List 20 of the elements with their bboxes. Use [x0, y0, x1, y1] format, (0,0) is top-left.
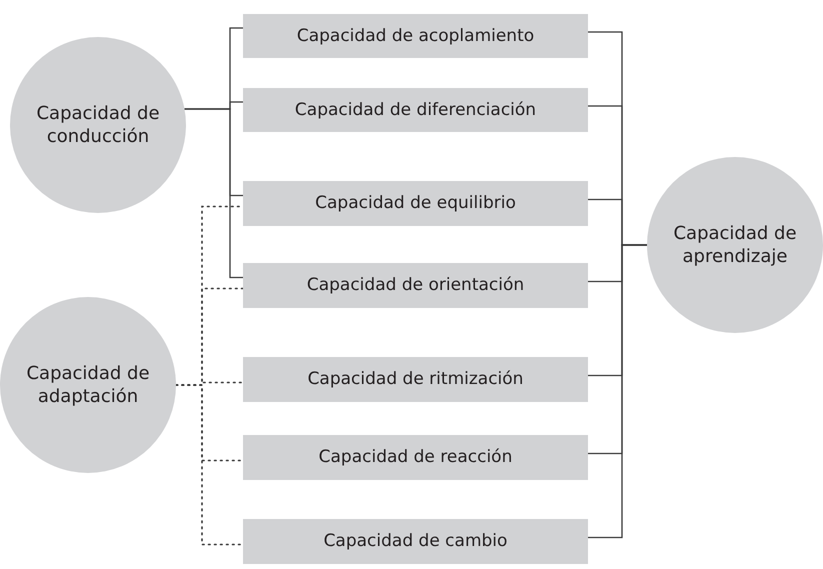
process-box — [243, 263, 588, 308]
process-box — [243, 435, 588, 480]
process-box — [243, 181, 588, 226]
node-label: Capacidad de aprendizaje — [672, 222, 798, 268]
node-label: Capacidad de reacción — [318, 446, 512, 469]
process-box — [243, 14, 588, 58]
process-box — [243, 519, 588, 564]
node-label: Capacidad de cambio — [324, 530, 508, 553]
process-box — [243, 357, 588, 402]
node-label: Capacidad de conducción — [35, 102, 161, 148]
connector-line — [184, 108, 243, 278]
dotted-connector — [175, 384, 244, 546]
node-label: Capacidad de adaptación — [25, 362, 151, 408]
connector-line — [588, 244, 647, 538]
node-label: Capacidad de orientación — [306, 274, 524, 297]
node-label: Capacidad de ritmización — [308, 368, 524, 391]
node-label: Capacidad de equilibrio — [315, 192, 516, 215]
process-box — [243, 88, 588, 132]
node-label: Capacidad de diferenciación — [294, 98, 536, 122]
node-label: Capacidad de acoplamiento — [296, 24, 534, 48]
